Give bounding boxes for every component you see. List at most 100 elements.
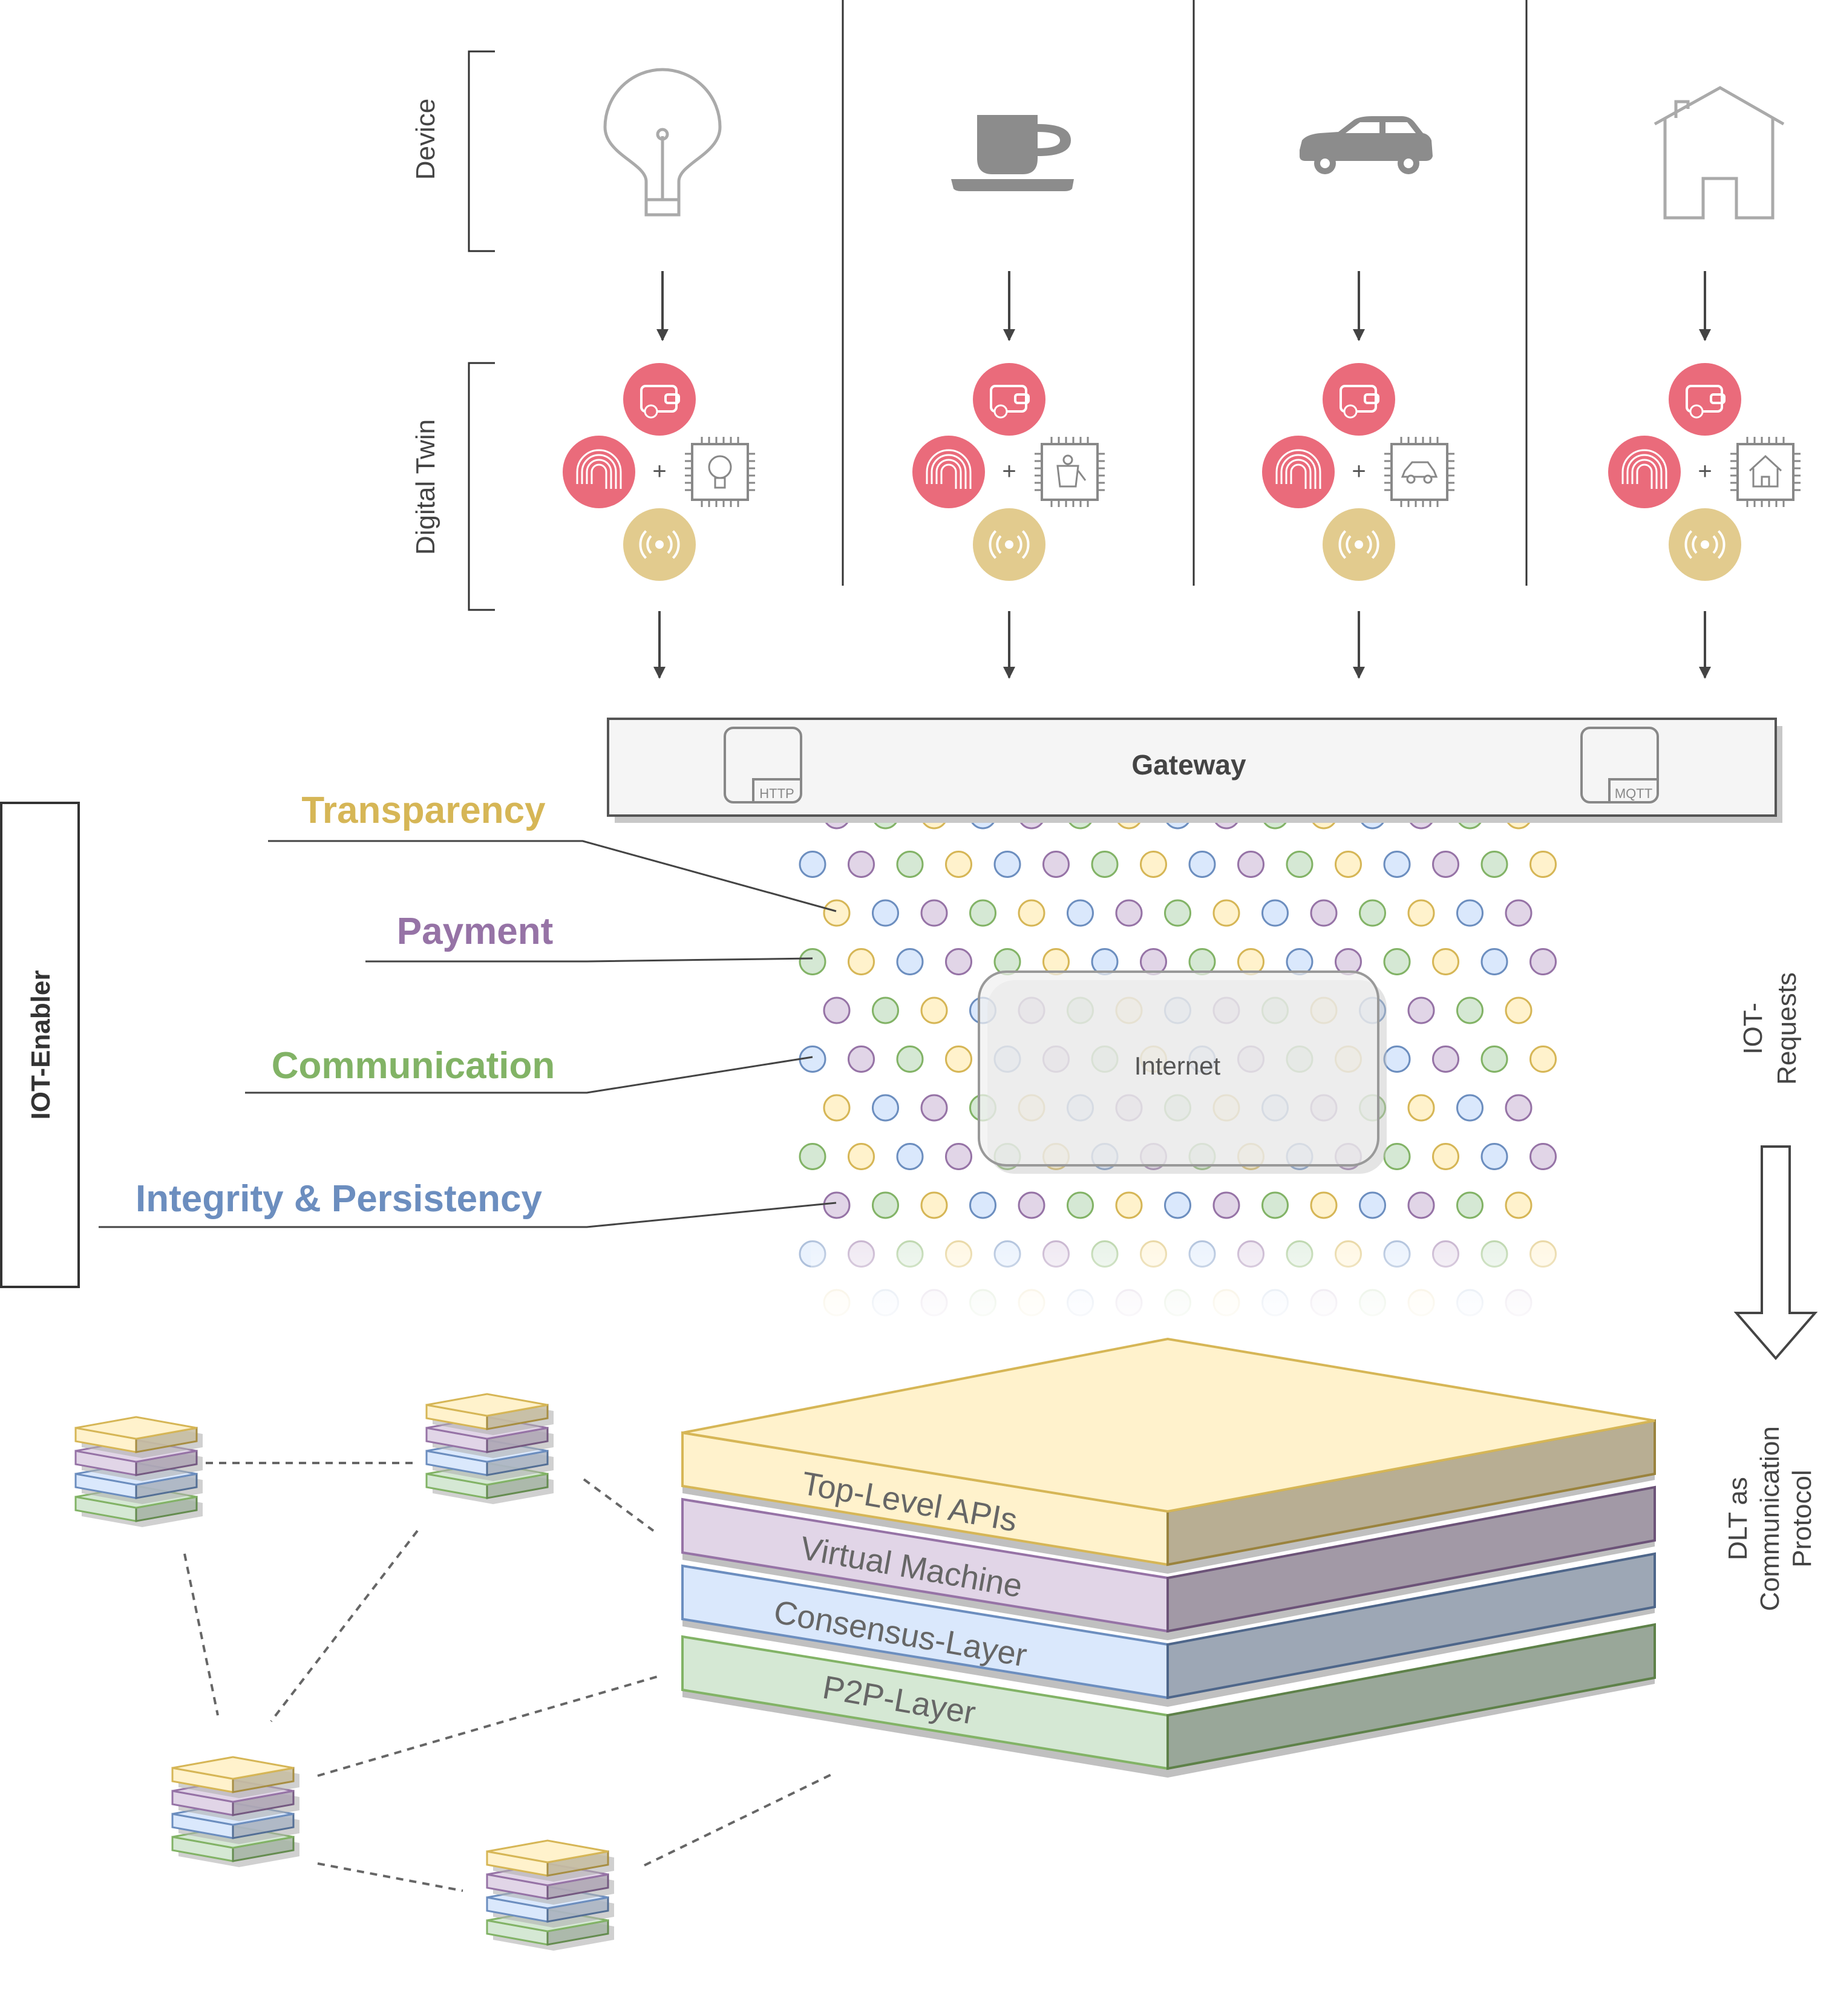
iot-dot <box>872 1191 899 1219</box>
iot-dot <box>1432 851 1459 878</box>
digital-twin-clusters: + + + + <box>563 363 1801 581</box>
iot-dot <box>1383 1143 1411 1170</box>
dot-grid-fade <box>811 1234 1585 1325</box>
iot-enabler-box: IOT-Enabler <box>0 802 80 1288</box>
enabler-communication: Communication <box>272 1045 555 1087</box>
device-label: Device <box>411 99 440 180</box>
enabler-labels: Transparency Payment Communication Integ… <box>136 790 555 1220</box>
wallet-icon <box>973 363 1045 436</box>
iot-dot <box>1042 851 1070 878</box>
iot-dot <box>920 997 948 1024</box>
signal-icon <box>1669 508 1741 581</box>
iot-dot <box>1480 1046 1508 1073</box>
iot-dot <box>920 899 948 927</box>
iot-dot <box>1383 948 1411 975</box>
digital-twin-3: + <box>1262 363 1454 581</box>
iot-dot <box>945 1143 972 1170</box>
iot-dot <box>969 899 996 927</box>
iot-dot <box>945 1046 972 1073</box>
car-chip-icon <box>1384 437 1454 507</box>
iot-dot <box>1237 851 1264 878</box>
internet-label: Internet <box>1134 1052 1221 1080</box>
iot-dot <box>848 1143 875 1170</box>
lightbulb-chip-icon <box>685 437 755 507</box>
iot-dot <box>993 851 1021 878</box>
iot-dot <box>1115 1191 1143 1219</box>
plus-sign: + <box>1002 458 1016 485</box>
iot-dot <box>1505 1094 1533 1122</box>
iot-dot <box>920 1094 948 1122</box>
svg-text:Protocol: Protocol <box>1787 1470 1817 1567</box>
iot-dot <box>1286 851 1313 878</box>
iot-dot <box>799 851 826 878</box>
iot-dot <box>1018 899 1045 927</box>
plus-sign: + <box>1698 458 1712 485</box>
enabler-integrity: Integrity & Persistency <box>136 1178 542 1220</box>
fingerprint-icon <box>912 436 985 508</box>
iot-dot <box>1456 1094 1484 1122</box>
iot-dot <box>823 1191 851 1219</box>
iot-dot <box>1480 948 1508 975</box>
iot-dot <box>1359 899 1386 927</box>
iot-dot <box>1529 948 1557 975</box>
house-icon <box>1654 86 1785 220</box>
node-stack-2 <box>425 1393 554 1504</box>
http-protocol-icon: HTTP <box>724 727 802 803</box>
iot-dot <box>1067 899 1094 927</box>
iot-dot <box>1505 997 1533 1024</box>
dlt-layer-4: P2P-Layer <box>681 1623 1656 1778</box>
iot-dot <box>1091 851 1119 878</box>
iot-dot <box>1261 899 1289 927</box>
iot-dot <box>1456 997 1484 1024</box>
iot-dot <box>1310 899 1338 927</box>
network-nodes <box>74 1393 614 1951</box>
http-label: HTTP <box>759 786 794 801</box>
node-stack-3 <box>171 1756 299 1867</box>
iot-dot <box>1164 1191 1191 1219</box>
dlt-layer-2: Virtual Machine <box>681 1485 1656 1640</box>
iot-dot <box>1529 851 1557 878</box>
svg-text:Requests: Requests <box>1772 972 1802 1085</box>
internet-box: Internet <box>978 970 1387 1174</box>
mqtt-label: MQTT <box>1615 786 1652 801</box>
svg-text:Communication: Communication <box>1755 1426 1785 1611</box>
house-chip-icon <box>1730 437 1801 507</box>
digital-twin-4: + <box>1608 363 1801 581</box>
svg-text:IOT-: IOT- <box>1738 1003 1768 1055</box>
iot-dot <box>1407 997 1435 1024</box>
enabler-transparency: Transparency <box>301 790 546 831</box>
iot-dot <box>1407 1094 1435 1122</box>
enabler-leader-lines <box>99 840 837 1228</box>
iot-dot <box>1383 1046 1411 1073</box>
mqtt-protocol-icon: MQTT <box>1580 727 1659 803</box>
iot-dot <box>848 851 875 878</box>
iot-dot <box>1480 1143 1508 1170</box>
iot-dot <box>896 948 924 975</box>
iot-dot <box>1529 1143 1557 1170</box>
dlt-protocol-label: DLT as Communication Protocol <box>1723 1426 1817 1611</box>
digital-twin-1: + <box>563 363 755 581</box>
iot-dot <box>1115 899 1143 927</box>
iot-dot <box>1140 851 1167 878</box>
iot-dot <box>823 997 851 1024</box>
wallet-icon <box>1669 363 1741 436</box>
iot-dot <box>920 1191 948 1219</box>
svg-text:DLT as: DLT as <box>1723 1477 1753 1560</box>
gateway-bar: Gateway HTTP MQTT <box>607 718 1782 823</box>
iot-dot <box>896 1143 924 1170</box>
iot-dot <box>1456 1191 1484 1219</box>
wallet-icon <box>1323 363 1395 436</box>
twin-arrows <box>653 611 1711 679</box>
signal-icon <box>973 508 1045 581</box>
iot-dot <box>896 851 924 878</box>
plus-sign: + <box>652 458 666 485</box>
device-bracket: Device <box>411 50 495 252</box>
iot-dot <box>1018 1191 1045 1219</box>
iot-dot <box>799 948 826 975</box>
node-stack-4 <box>486 1839 614 1951</box>
iot-dot <box>1456 899 1484 927</box>
iot-dot <box>1480 851 1508 878</box>
iot-dot <box>1067 1191 1094 1219</box>
